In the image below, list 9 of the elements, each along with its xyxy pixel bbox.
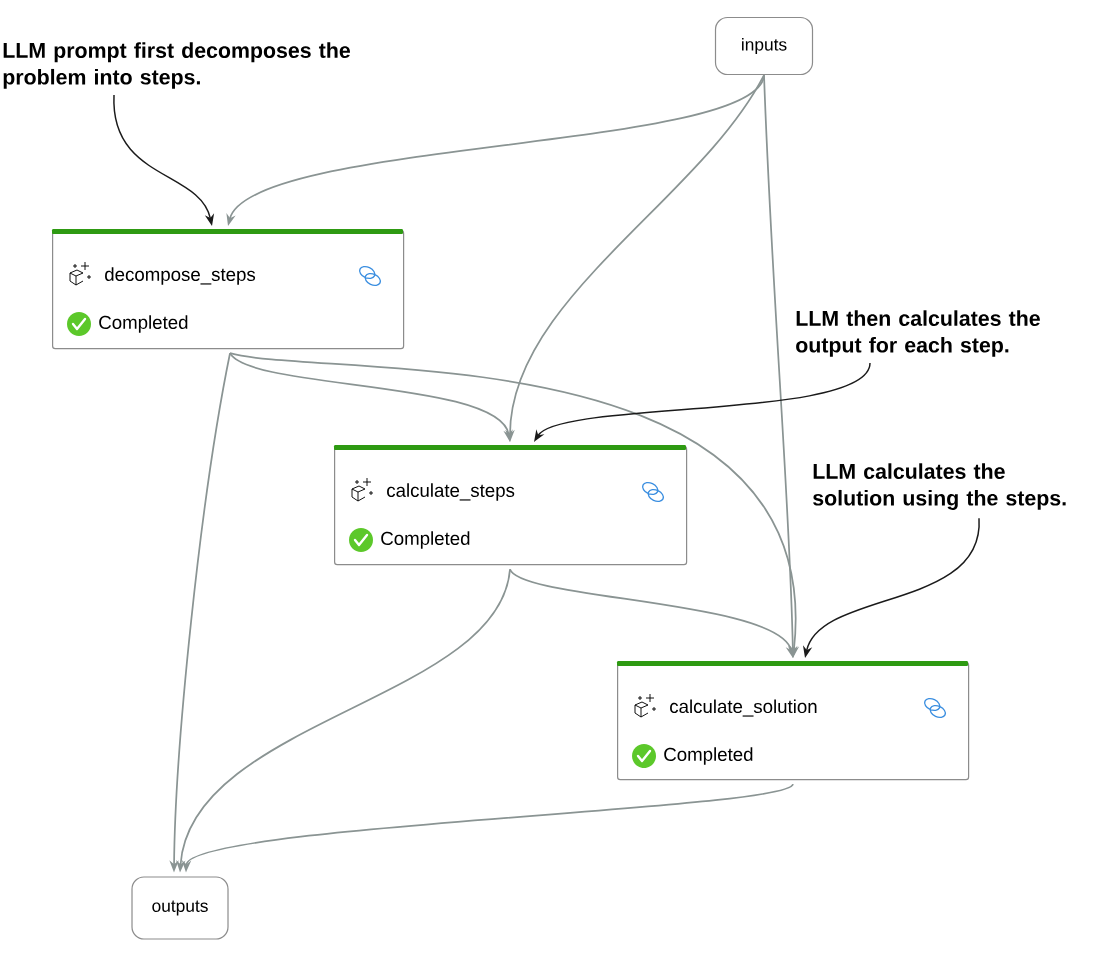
task-card: decompose_steps Completed [52,229,405,350]
task-card: calculate_solution Completed [617,661,970,781]
task-card: calculate_steps Completed [334,445,688,566]
terminal-box: inputs [714,16,814,76]
callout-text: LLM calculates the solution using the steps. [813,463,1066,510]
terminal-box: outputs [131,876,229,940]
callout-text: LLM then calculates the output for each step. [796,310,1040,357]
arrow [534,362,871,442]
callout-text: LLM prompt first decomposes the problem into steps. [3,42,350,89]
